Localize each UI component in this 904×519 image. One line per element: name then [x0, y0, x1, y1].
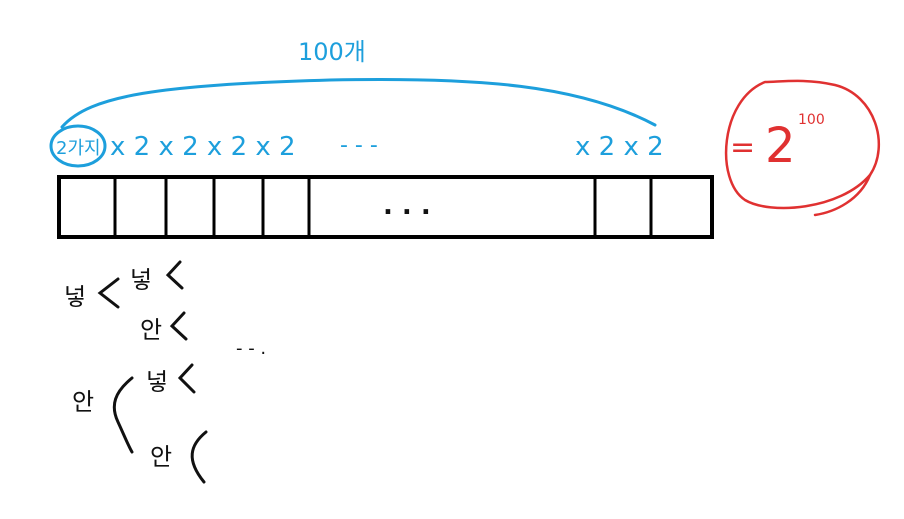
- tree-level2-top-top: 넣: [130, 266, 152, 294]
- tree-level2-bottom-bottom: 안: [150, 443, 172, 471]
- tree-branch: [165, 260, 184, 290]
- result-circle-tail: [813, 173, 872, 217]
- tree-ellipsis: - - .: [236, 338, 266, 359]
- result-circle: [724, 79, 880, 210]
- tree-branch: [97, 277, 120, 309]
- factor-sequence-left: x 2 x 2 x 2 x 2: [110, 132, 296, 162]
- count-label: 100개: [298, 38, 366, 66]
- tree-branch: [169, 311, 188, 341]
- result-base: 2: [765, 118, 796, 174]
- tree-level1-bottom: 안: [72, 388, 94, 416]
- result-exponent: 100: [798, 112, 825, 128]
- tree-branch: [112, 376, 134, 454]
- strip-ellipsis: . . .: [383, 191, 431, 221]
- tree-level2-top-bottom: 안: [140, 316, 162, 344]
- tree-level2-bottom-top: 넣: [146, 368, 168, 396]
- factor-sequence-right: x 2 x 2: [575, 132, 664, 162]
- tree-level1-top: 넣: [64, 283, 86, 311]
- tree-branch: [177, 363, 196, 394]
- factor-ellipsis: - - -: [340, 133, 378, 158]
- count-brace: [60, 77, 657, 129]
- slot-strip: [57, 175, 714, 239]
- tree-branch: [190, 430, 208, 484]
- first-factor-circle: [49, 124, 107, 168]
- equals-sign: =: [730, 130, 755, 165]
- first-factor: 2가지: [56, 138, 101, 159]
